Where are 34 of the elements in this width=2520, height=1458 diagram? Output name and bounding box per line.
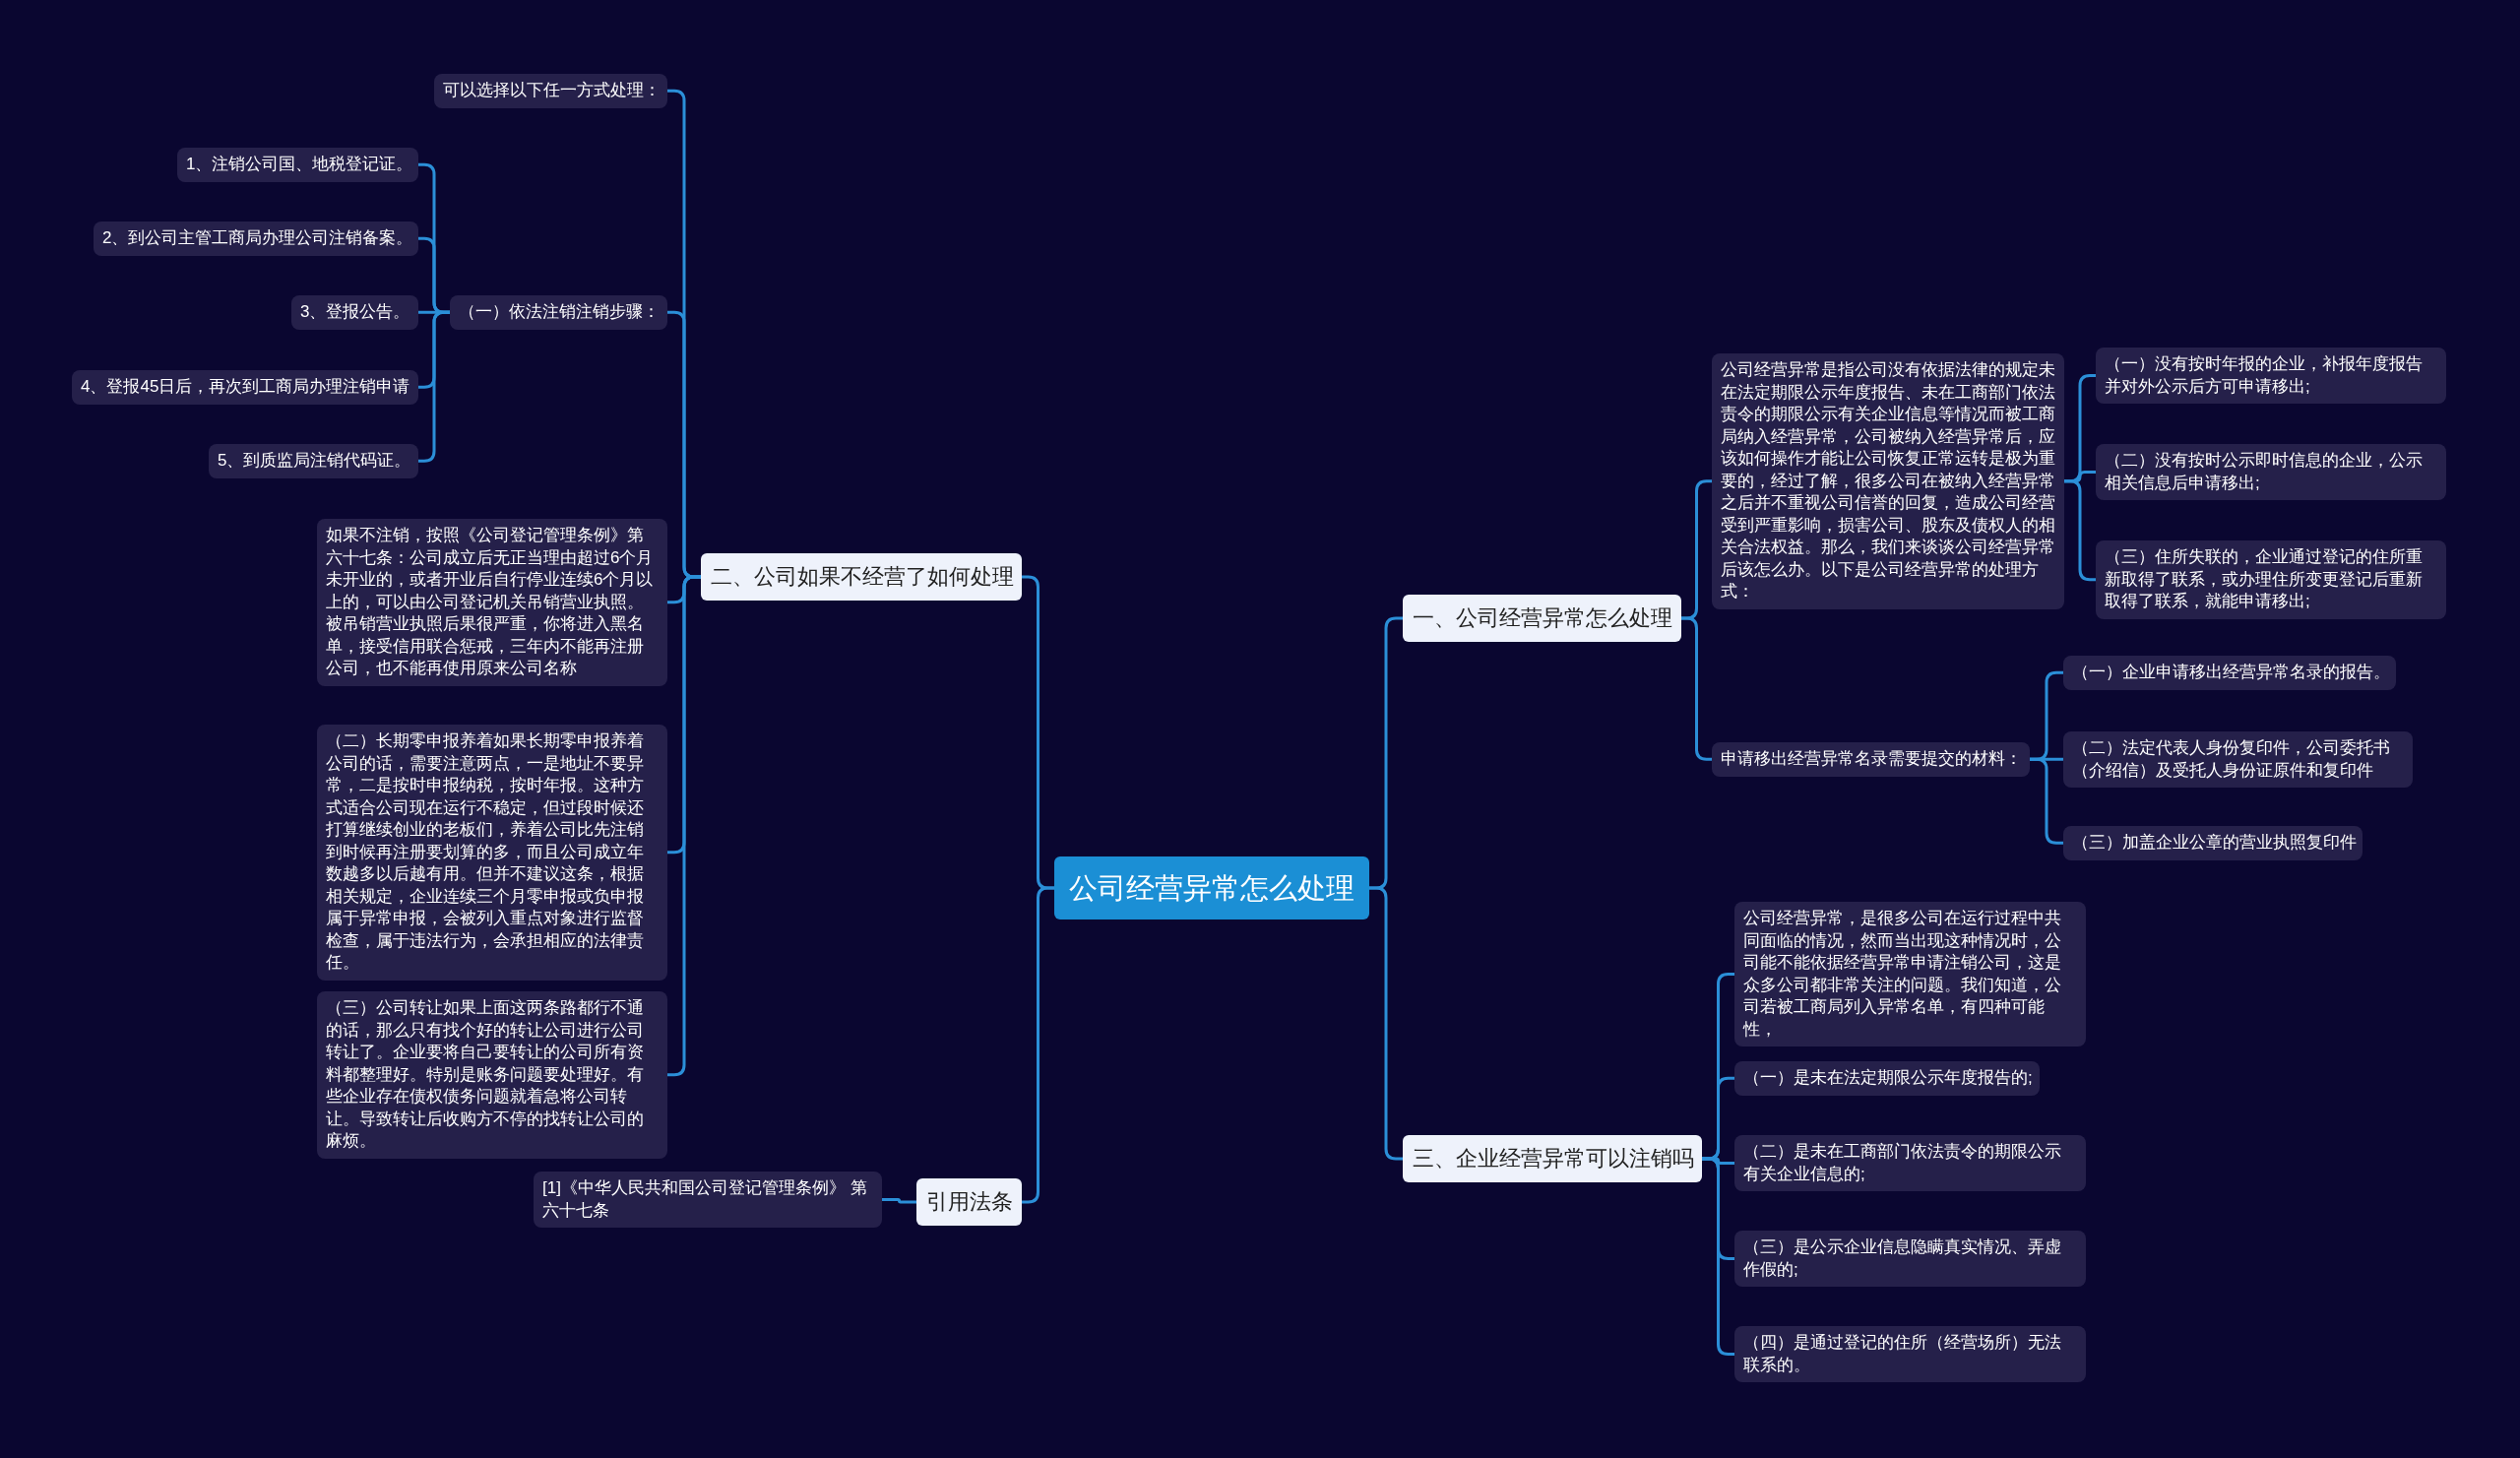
text-box: （四）是通过登记的住所（经营场所）无法联系的。 — [1734, 1326, 2086, 1382]
text-box: （二）是未在工商部门依法责令的期限公示有关企业信息的; — [1734, 1135, 2086, 1191]
text-box: （一）没有按时年报的企业，补报年度报告并对外公示后方可申请移出; — [2096, 348, 2446, 404]
text-box: （二）没有按时公示即时信息的企业，公示相关信息后申请移出; — [2096, 444, 2446, 500]
text-box: （一）是未在法定期限公示年度报告的; — [1734, 1061, 2040, 1096]
connector-line — [882, 1198, 916, 1204]
text-box: （二）法定代表人身份复印件，公司委托书（介绍信）及受托人身份证原件和复印件 — [2063, 731, 2413, 788]
central-topic-box: 公司经营异常怎么处理 — [1054, 856, 1369, 919]
connector-line — [1702, 1157, 1734, 1356]
text-box: 5、到质监局注销代码证。 — [209, 444, 418, 478]
text-box: 公司经营异常，是很多公司在运行过程中共同面临的情况，然而当出现这种情况时，公司能不能依据经营异常申请注销公司，这是众多公司都非常关注的问题。我们知道，公司若被工商局列入异常名单，有四种可能性， — [1734, 902, 2086, 1046]
text-box: [1]《中华人民共和国公司登记管理条例》 第六十七条 — [534, 1172, 882, 1228]
topic-box: 一、公司经营异常怎么处理 — [1403, 595, 1681, 642]
text-box: 申请移出经营异常名录需要提交的材料： — [1712, 742, 2030, 777]
text-box: 3、登报公告。 — [291, 295, 418, 330]
text-box: 1、注销公司国、地税登记证。 — [177, 148, 418, 182]
text-box: 可以选择以下任一方式处理： — [434, 74, 667, 108]
text-box: 公司经营异常是指公司没有依据法律的规定未在法定期限公示年度报告、未在工商部门依法责令的期限公示有关企业信息等情况而被工商局纳入经营异常，公司被纳入经营异常后，应该如何操作才能让公司恢复正常运转是极为重要的，经过了解，很多公司在被纳入经营异常之后并不重视公司信誉的回复，造成公司经营受到严重影响，损害公司、股东及债权人的相关合法权益。那么，我们来谈谈公司经营异常后该怎么办。以下是公司经营异常的处理方式： — [1712, 353, 2064, 609]
topic-box: 二、公司如果不经营了如何处理 — [701, 553, 1022, 601]
text-box: （三）住所失联的，企业通过登记的住所重新取得了联系，或办理住所变更登记后重新取得了联系，就能申请移出; — [2096, 540, 2446, 619]
topic-box: 三、企业经营异常可以注销吗 — [1403, 1135, 1702, 1182]
text-box: 2、到公司主管工商局办理公司注销备案。 — [94, 222, 418, 256]
text-box: （一）企业申请移出经营异常名录的报告。 — [2063, 656, 2396, 690]
connector-line — [418, 310, 450, 463]
text-box: （一）依法注销注销步骤： — [450, 295, 667, 330]
text-box: 4、登报45日后，再次到工商局办理注销申请 — [72, 370, 418, 405]
text-box: （三）加盖企业公章的营业执照复印件 — [2063, 826, 2362, 860]
text-box: （二）长期零申报养着如果长期零申报养着公司的话，需要注意两点，一是地址不要异常，二是按时申报纳税，按时年报。这种方式适合公司现在运行不稳定，但过段时候还打算继续创业的老板们，养着公司比先注销到时候再注册要划算的多，而且公司成立年数越多以后越有用。但并不建议这条，根据相关规定，企业连续三个月零申报或负申报属于异常申报，会被列入重点对象进行监督检查，属于违法行为，会承担相应的法律责任。 — [317, 725, 667, 981]
connector-line — [1022, 886, 1054, 1204]
connector-line — [2064, 479, 2096, 582]
topic-box: 引用法条 — [916, 1178, 1022, 1226]
text-box: （三）公司转让如果上面这两条路都行不通的话，那么只有找个好的转让公司进行公司转让了。企业要将自己要转让的公司所有资料都整理好。特别是账务问题要处理好。有些企业存在债权债务问题就着急将公司转让。导致转让后收购方不停的找转让公司的麻烦。 — [317, 991, 667, 1159]
text-box: 如果不注销，按照《公司登记管理条例》第六十七条：公司成立后无正当理由超过6个月未开业的，或者开业后自行停业连续6个月以上的，可以由公司登记机关吊销营业执照。被吊销营业执照后果很严重，你将进入黑名单，接受信用联合惩戒，三年内不能再注册公司，也不能再使用原来公司名称 — [317, 519, 667, 686]
text-box: （三）是公示企业信息隐瞒真实情况、弄虚作假的; — [1734, 1231, 2086, 1287]
